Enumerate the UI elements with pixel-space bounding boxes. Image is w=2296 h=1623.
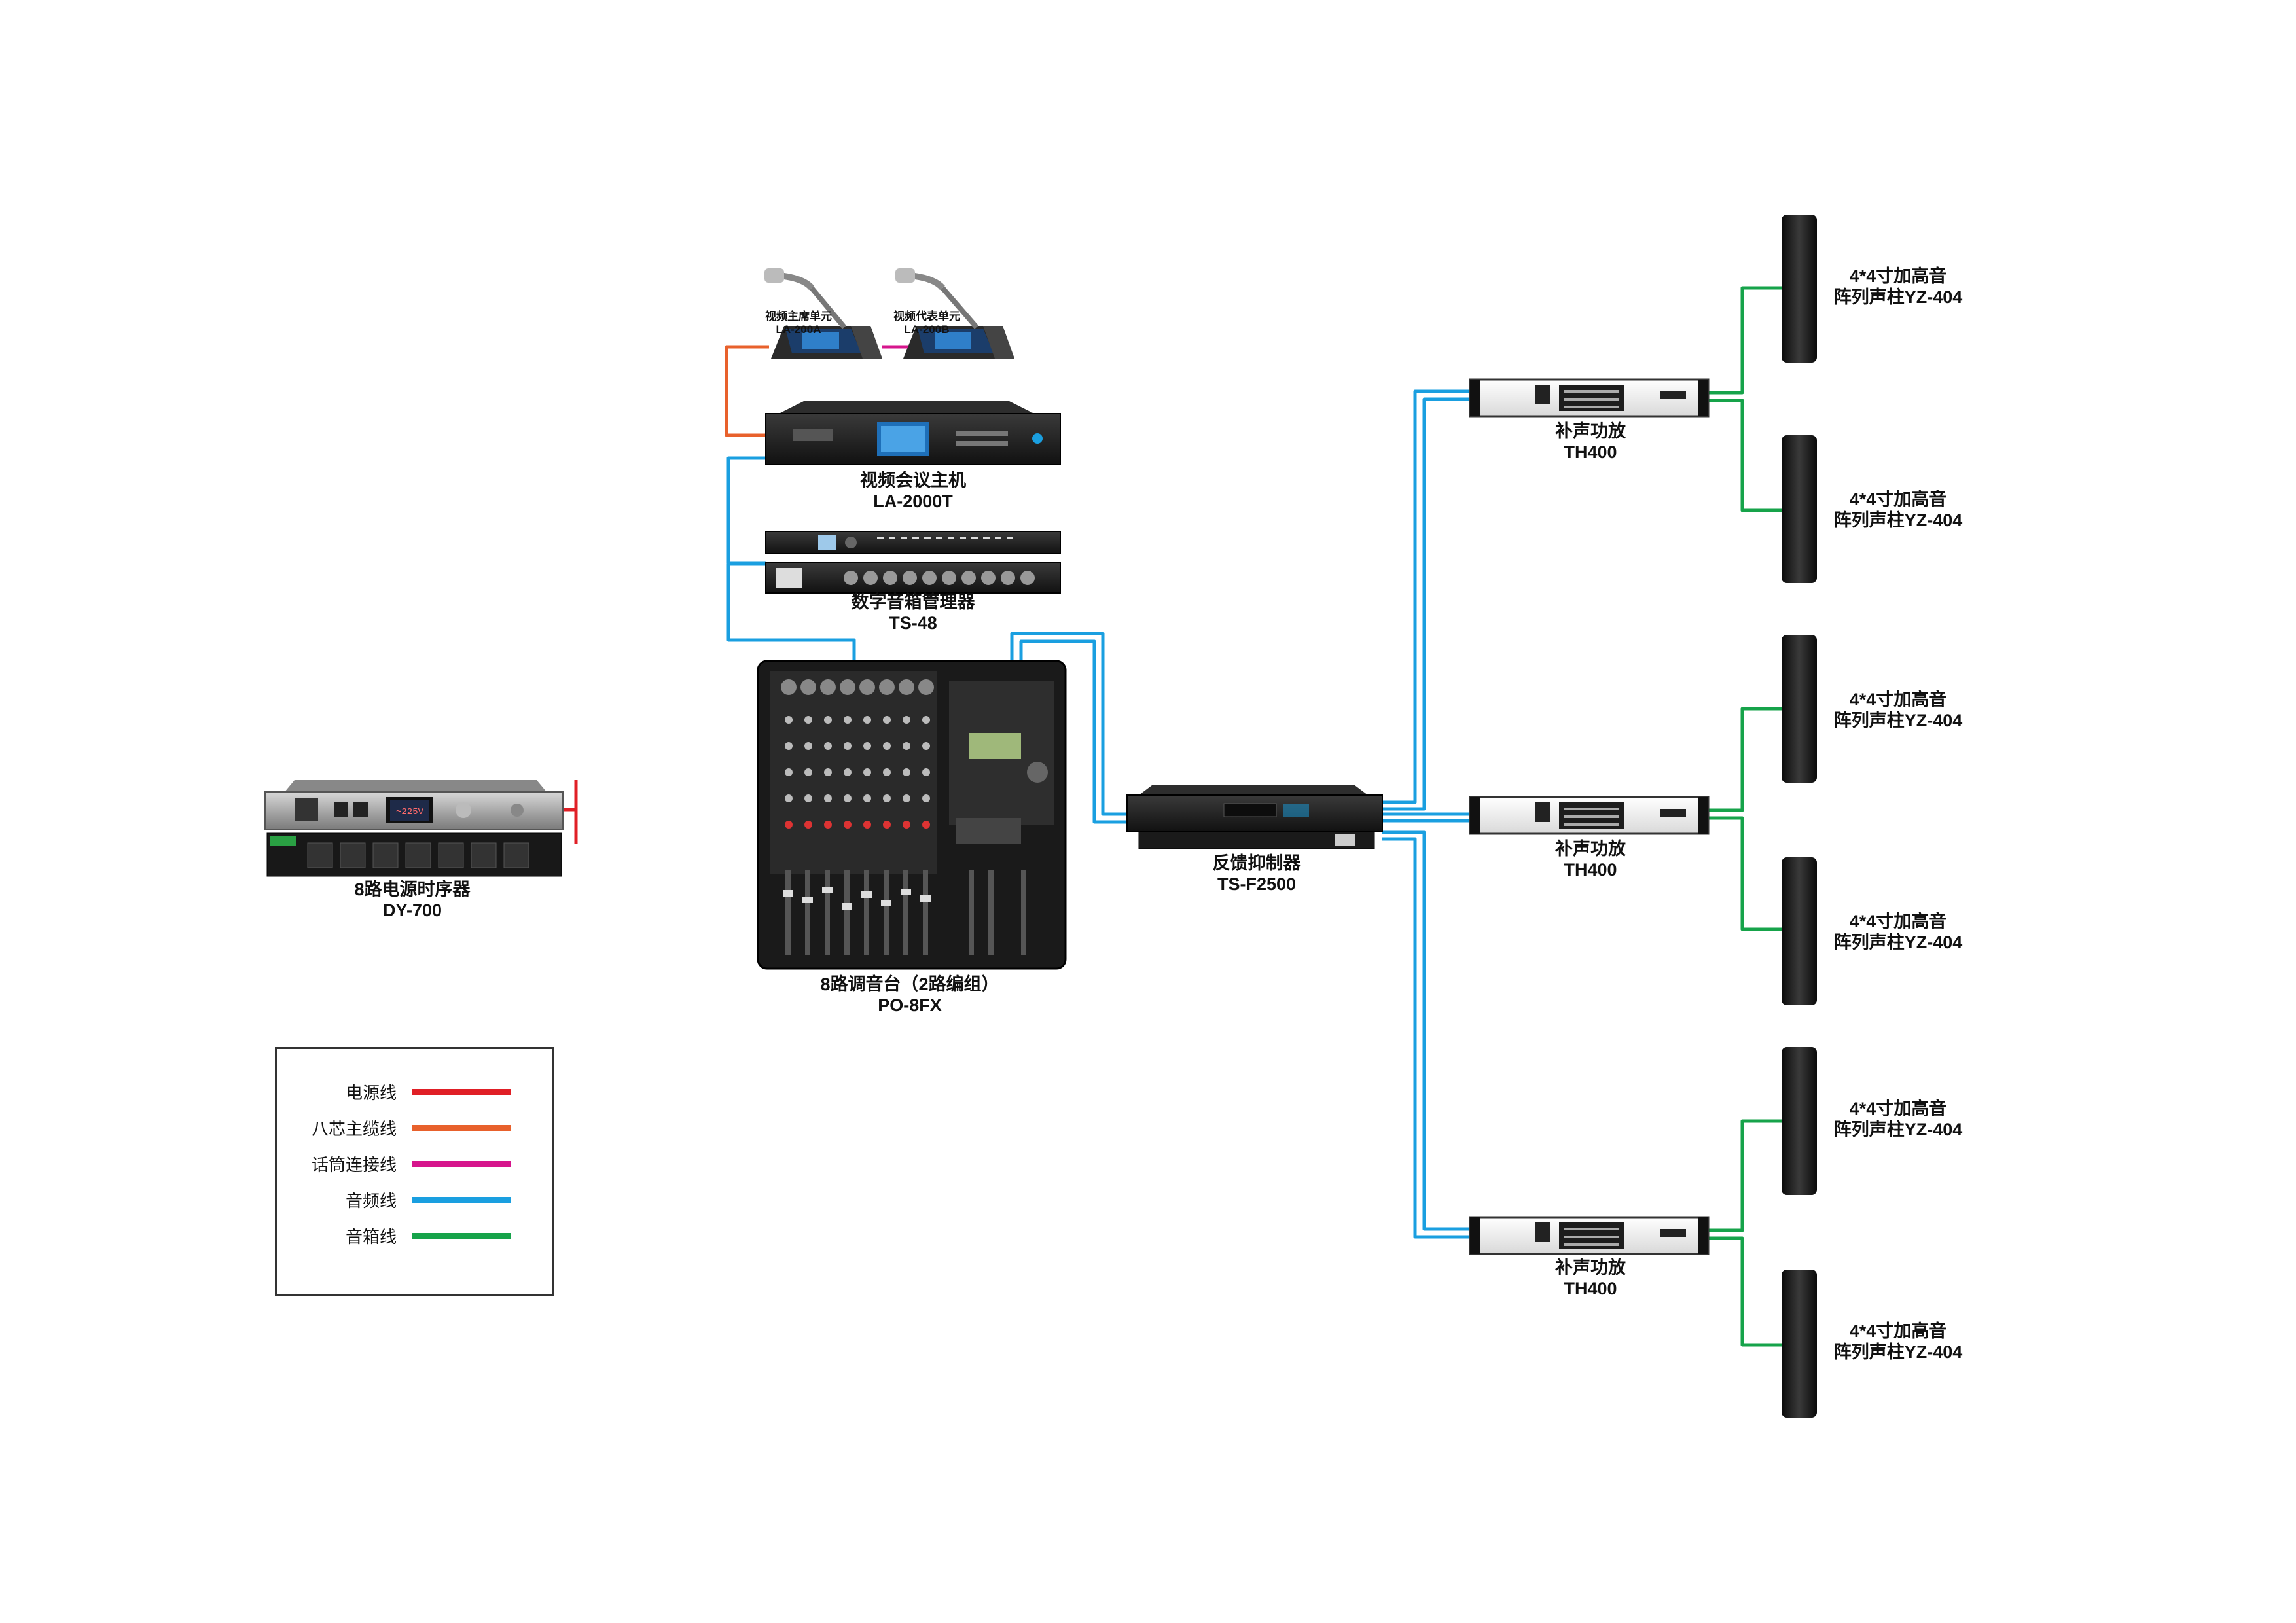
chairman-mic-label: 视频主席单元 LA-200A bbox=[765, 310, 832, 336]
amplifier-label-2: 补声功放 TH400 bbox=[1555, 839, 1626, 880]
speaker-label-6: 4*4寸加高音 阵列声柱YZ-404 bbox=[1833, 1321, 1963, 1363]
chairman-mic-unit bbox=[764, 268, 882, 359]
amplifier-1 bbox=[1469, 378, 1710, 418]
speaker-cable-6 bbox=[1708, 1236, 1784, 1347]
cable-legend: 电源线 八芯主缆线 话筒连接线 音频线 音箱线 bbox=[275, 1047, 554, 1296]
amplifier-label-1: 补声功放 TH400 bbox=[1555, 421, 1626, 463]
power-sequencer-label: 8路电源时序器 DY-700 bbox=[354, 880, 471, 921]
power-sequencer-device: ~225V bbox=[264, 780, 564, 877]
sequencer-display: ~225V bbox=[396, 807, 424, 817]
legend-item-main-cable: 八芯主缆线 bbox=[277, 1113, 552, 1139]
legend-label: 电源线 bbox=[345, 1083, 397, 1103]
audio-cable-mixer-suppressor-2 bbox=[1019, 639, 1127, 824]
legend-label: 音频线 bbox=[345, 1191, 397, 1211]
legend-label: 音箱线 bbox=[345, 1227, 397, 1247]
audio-cable-suppressor-amp1-a bbox=[1382, 389, 1470, 804]
conference-host-label: 视频会议主机 LA-2000T bbox=[860, 471, 966, 512]
legend-item-mic-cable: 话筒连接线 bbox=[277, 1149, 552, 1175]
speaker-cable-3 bbox=[1708, 707, 1784, 812]
speaker-processor-device bbox=[765, 531, 1061, 594]
audio-cable-host-processor bbox=[726, 456, 766, 565]
audio-cable-suppressor-amp3-b bbox=[1382, 837, 1470, 1239]
amplifier-2 bbox=[1469, 796, 1710, 835]
speaker-column-6 bbox=[1782, 1270, 1817, 1418]
speaker-cable-2 bbox=[1708, 399, 1784, 512]
main-cable bbox=[725, 345, 769, 437]
speaker-cable-5 bbox=[1708, 1119, 1784, 1232]
speaker-column-4 bbox=[1782, 857, 1817, 1005]
speaker-label-1: 4*4寸加高音 阵列声柱YZ-404 bbox=[1833, 266, 1963, 308]
mixer-device bbox=[757, 660, 1067, 970]
legend-swatch bbox=[412, 1197, 511, 1203]
speaker-label-4: 4*4寸加高音 阵列声柱YZ-404 bbox=[1833, 912, 1963, 953]
legend-swatch bbox=[412, 1089, 511, 1095]
legend-swatch bbox=[412, 1233, 511, 1239]
speaker-column-2 bbox=[1782, 435, 1817, 583]
speaker-cable-4 bbox=[1708, 816, 1784, 931]
audio-cable-suppressor-amp1-b bbox=[1382, 397, 1470, 811]
speaker-processor-label: 数字音箱管理器 TS-48 bbox=[851, 592, 975, 633]
mixer-label: 8路调音台（2路编组） PO-8FX bbox=[820, 974, 999, 1016]
speaker-label-2: 4*4寸加高音 阵列声柱YZ-404 bbox=[1833, 490, 1963, 531]
legend-item-audio-cable: 音频线 bbox=[277, 1185, 552, 1211]
speaker-column-1 bbox=[1782, 215, 1817, 363]
audio-cable-mixer-suppressor-1 bbox=[1010, 632, 1127, 816]
legend-swatch bbox=[412, 1161, 511, 1167]
power-cable bbox=[562, 780, 578, 844]
speaker-column-5 bbox=[1782, 1047, 1817, 1195]
speaker-label-5: 4*4寸加高音 阵列声柱YZ-404 bbox=[1833, 1099, 1963, 1140]
delegate-mic-unit bbox=[895, 268, 1014, 359]
delegate-mic-label: 视频代表单元 LA-200B bbox=[893, 310, 960, 336]
amplifier-3 bbox=[1469, 1216, 1710, 1255]
cables bbox=[562, 286, 1784, 1347]
legend-item-power: 电源线 bbox=[277, 1077, 552, 1103]
audio-cable-suppressor-amp3-a bbox=[1382, 830, 1470, 1231]
feedback-suppressor-label: 反馈抑制器 TS-F2500 bbox=[1212, 853, 1301, 895]
speaker-column-3 bbox=[1782, 635, 1817, 783]
amplifier-label-3: 补声功放 TH400 bbox=[1555, 1258, 1626, 1299]
feedback-suppressor-device bbox=[1126, 785, 1383, 849]
legend-swatch bbox=[412, 1125, 511, 1131]
conference-host-device bbox=[765, 401, 1061, 465]
speaker-label-3: 4*4寸加高音 阵列声柱YZ-404 bbox=[1833, 690, 1963, 731]
legend-item-speaker-cable: 音箱线 bbox=[277, 1221, 552, 1247]
audio-cable-processor-mixer bbox=[726, 562, 856, 662]
speaker-cable-1 bbox=[1708, 286, 1784, 395]
legend-label: 话筒连接线 bbox=[311, 1155, 397, 1175]
legend-label: 八芯主缆线 bbox=[311, 1119, 397, 1139]
